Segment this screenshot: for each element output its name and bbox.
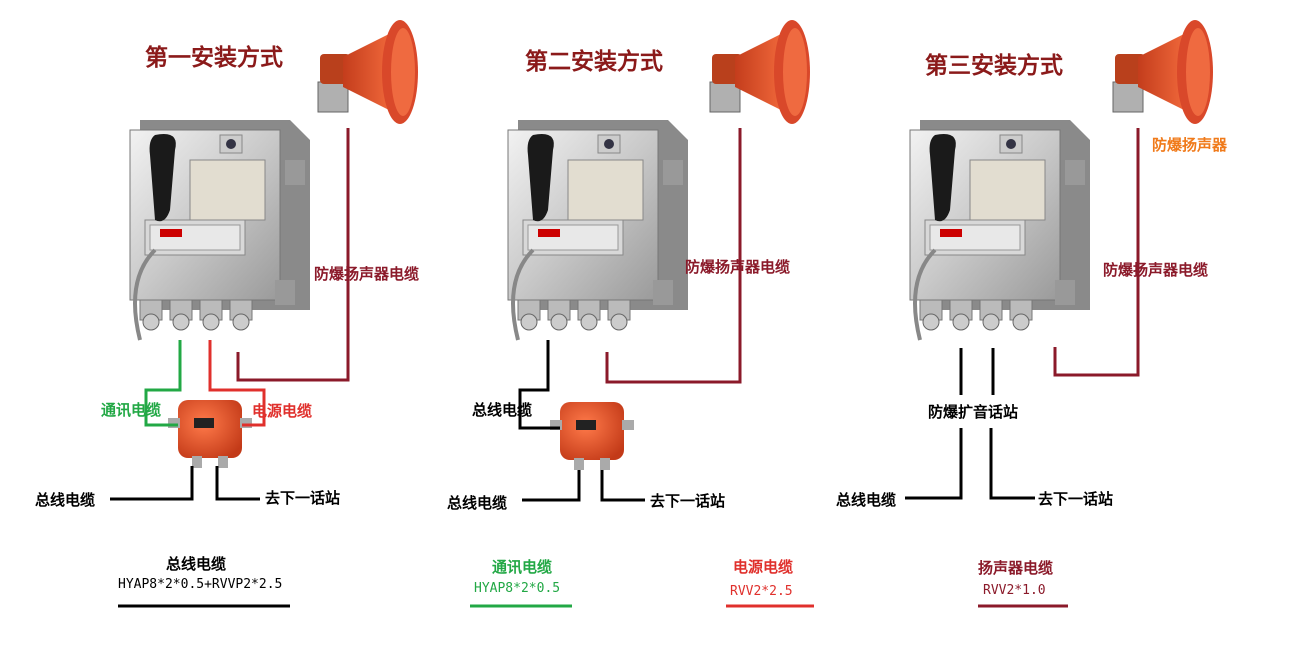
next-station-label-3: 去下一话站 [1038,490,1114,508]
power-cable-label: 电源电缆 [252,402,313,420]
title-install-2: 第二安装方式 [525,48,663,75]
bus-cable-label-3: 总线电缆 [836,491,897,509]
pa-station-image-1 [128,118,312,342]
cables-2 [518,128,742,502]
junction-box-1 [168,400,252,468]
legend-spec-comm: HYAP8*2*0.5 [474,581,561,596]
legend-title-bus: 总线电缆 [166,555,227,573]
pa-station-label: 防爆扩音话站 [928,403,1019,421]
legend-spec-speaker: RVV2*1.0 [983,583,1046,598]
speaker-cable-label-1: 防爆扬声器电缆 [314,265,420,283]
next-station-label-2: 去下一话站 [650,492,726,510]
title-install-1: 第一安装方式 [145,44,283,71]
legend-title-speaker: 扬声器电缆 [978,559,1054,577]
pa-station-image-2 [506,118,690,342]
bus-cable-label-2b: 总线电缆 [447,494,508,512]
legend-title-power: 电源电缆 [733,558,794,576]
legend-spec-power: RVV2*2.5 [730,584,793,599]
speaker-image-2 [709,19,811,125]
legend-spec-bus: HYAP8*2*0.5+RVVP2*2.5 [118,577,283,592]
cables-1 [110,128,350,501]
next-station-label-1: 去下一话站 [265,489,341,507]
pa-station-image-3 [908,118,1092,342]
speaker-image-3 [1112,19,1214,125]
speaker-label: 防爆扬声器 [1152,136,1228,154]
comm-cable-label: 通讯电缆 [101,401,162,419]
junction-box-2 [550,402,634,470]
legend-title-comm: 通讯电缆 [492,558,553,576]
bus-cable-label-2a: 总线电缆 [472,401,533,419]
speaker-image-1 [317,19,419,125]
bus-cable-label-1: 总线电缆 [35,491,96,509]
speaker-cable-label-2: 防爆扬声器电缆 [685,258,791,276]
title-install-3: 第三安装方式 [925,52,1063,79]
speaker-cable-label-3: 防爆扬声器电缆 [1103,261,1209,279]
cables-3 [905,128,1140,500]
